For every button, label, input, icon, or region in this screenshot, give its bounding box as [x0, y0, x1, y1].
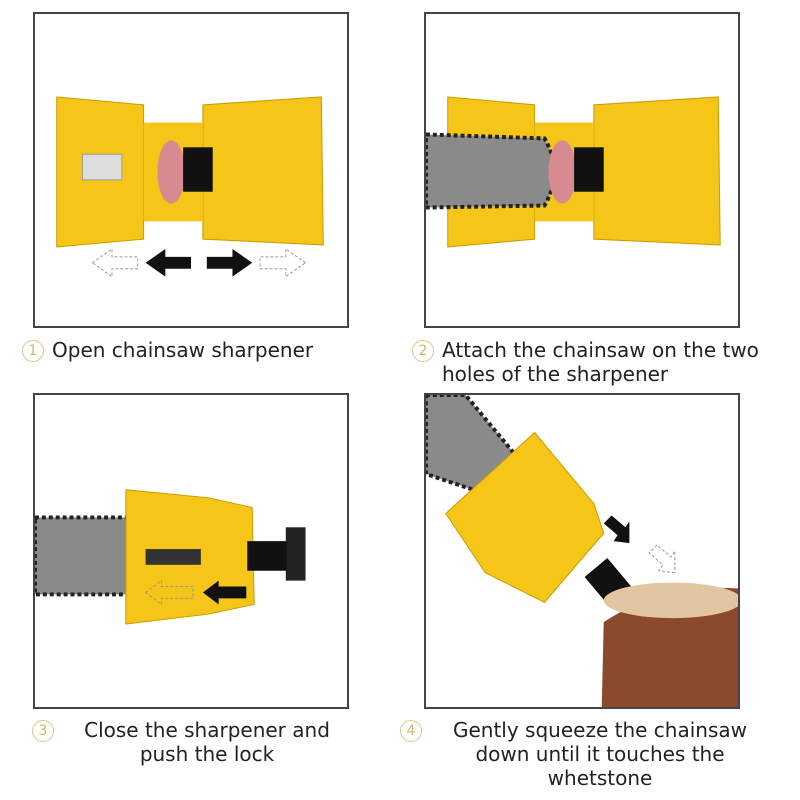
tree-stump	[601, 587, 738, 707]
step-number: 1	[22, 340, 44, 362]
step-4-image	[424, 393, 740, 709]
arrows-icon	[91, 248, 307, 278]
step-number: 4	[400, 720, 422, 742]
whetstone	[157, 140, 186, 204]
step-2-image	[424, 12, 740, 328]
step-number: 2	[412, 340, 434, 362]
chainsaw-bar	[426, 132, 557, 210]
step-1-image	[33, 12, 349, 328]
step-number: 3	[32, 720, 54, 742]
arrow-icon	[603, 515, 630, 544]
step-3-image	[33, 393, 349, 709]
arrow-icon	[202, 580, 247, 605]
